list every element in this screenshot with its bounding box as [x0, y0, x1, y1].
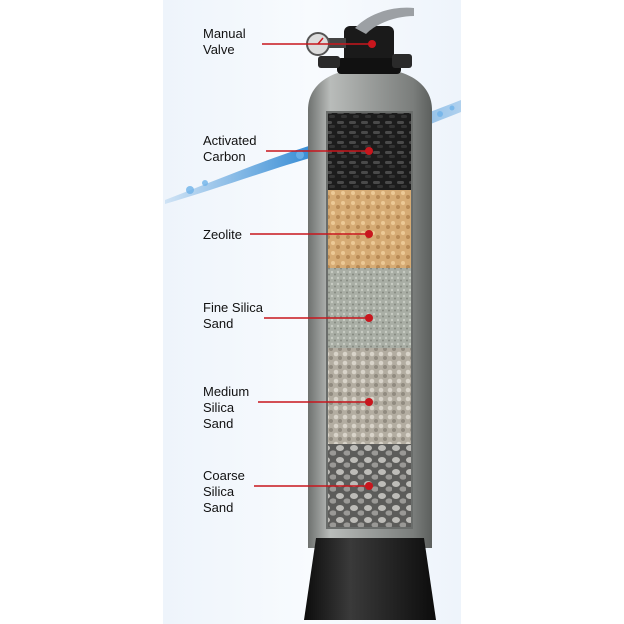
tank-base	[304, 538, 436, 620]
layer-zeolite	[327, 190, 412, 268]
label-zeolite: Zeolite	[203, 227, 242, 243]
layer-medium-silica-sand	[327, 348, 412, 444]
label-fine-silica-sand: Fine Silica Sand	[203, 300, 263, 332]
manual-valve	[318, 8, 414, 74]
label-manual-valve: Manual Valve	[203, 26, 246, 58]
label-activated-carbon: Activated Carbon	[203, 133, 256, 165]
label-coarse-silica-sand: Coarse Silica Sand	[203, 468, 245, 516]
label-medium-silica-sand: Medium Silica Sand	[203, 384, 249, 432]
layer-fine-silica-sand	[327, 268, 412, 348]
